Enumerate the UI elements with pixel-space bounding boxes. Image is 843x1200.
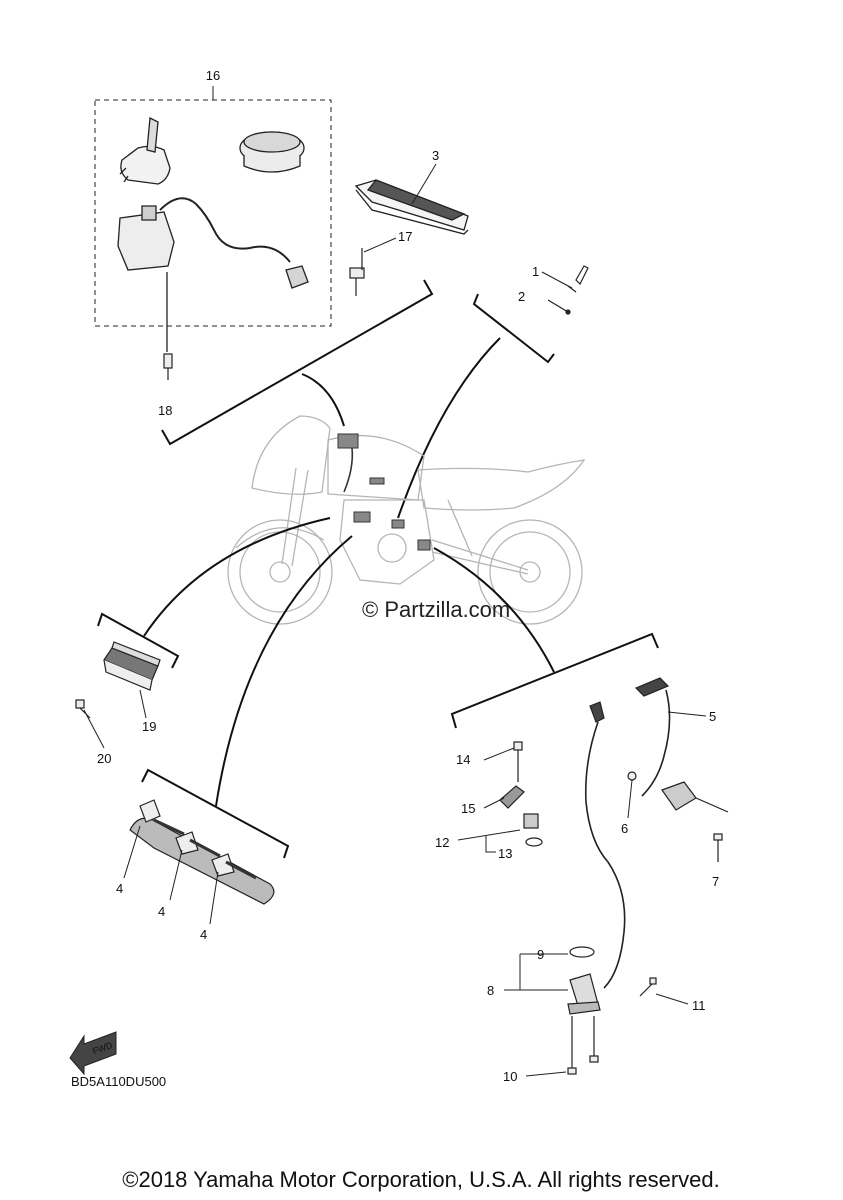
part-6-clip[interactable] bbox=[627, 771, 637, 781]
part-3-panel[interactable] bbox=[354, 179, 469, 235]
part-15-sensor[interactable] bbox=[499, 785, 525, 809]
part-kit-unit-with-harness[interactable] bbox=[117, 197, 309, 352]
leader-14 bbox=[483, 747, 515, 761]
callout-11: 11 bbox=[692, 998, 706, 1013]
part-19-regulator[interactable] bbox=[103, 641, 161, 691]
part-17-key[interactable] bbox=[349, 248, 365, 296]
part-5-sensor[interactable] bbox=[634, 677, 729, 813]
part-4-ignition-coils[interactable] bbox=[129, 799, 275, 905]
bracket-lines-left bbox=[97, 517, 331, 669]
leaders-8-9 bbox=[504, 953, 568, 991]
callout-5: 5 bbox=[709, 709, 716, 724]
callout-17: 17 bbox=[398, 229, 412, 244]
callout-4a: 4 bbox=[116, 881, 123, 896]
callout-4c: 4 bbox=[200, 927, 207, 942]
callout-20: 20 bbox=[97, 751, 111, 766]
leader-1 bbox=[541, 271, 573, 289]
part-20-bolt[interactable] bbox=[75, 699, 91, 719]
part-7-bolt[interactable] bbox=[713, 833, 723, 862]
callout-15: 15 bbox=[461, 801, 475, 816]
callout-1: 1 bbox=[532, 264, 539, 279]
bike-electrical-highlights bbox=[337, 433, 431, 551]
part-1-bracket[interactable] bbox=[567, 265, 589, 293]
leader-19 bbox=[139, 689, 147, 719]
callout-12: 12 bbox=[435, 835, 449, 850]
callout-9: 9 bbox=[537, 947, 544, 962]
leader-11 bbox=[655, 993, 689, 1005]
leader-5 bbox=[667, 711, 707, 717]
callout-18: 18 bbox=[158, 403, 172, 418]
callout-6: 6 bbox=[621, 821, 628, 836]
callout-7: 7 bbox=[712, 874, 719, 889]
callout-16: 16 bbox=[206, 68, 220, 83]
part-9-oring[interactable] bbox=[569, 946, 595, 958]
leader-6 bbox=[627, 779, 633, 819]
callout-2: 2 bbox=[518, 289, 525, 304]
part-2-screw[interactable] bbox=[547, 299, 571, 315]
leader-3 bbox=[411, 163, 437, 205]
leaders-12-13 bbox=[457, 829, 521, 853]
callout-13: 13 bbox=[498, 846, 512, 861]
bracket-lines-right bbox=[433, 547, 659, 729]
part-10-bolts[interactable] bbox=[567, 1016, 599, 1075]
callout-10: 10 bbox=[503, 1069, 517, 1084]
part-13-oring[interactable] bbox=[525, 837, 543, 847]
bracket-lines-coils bbox=[141, 535, 353, 859]
callout-8: 8 bbox=[487, 983, 494, 998]
callout-14: 14 bbox=[456, 752, 470, 767]
callout-19: 19 bbox=[142, 719, 156, 734]
part-14-bolt[interactable] bbox=[513, 741, 523, 782]
part-8-sensor-with-lead[interactable] bbox=[567, 701, 626, 1015]
diagram-code: BD5A110DU500 bbox=[71, 1074, 166, 1089]
leader-10 bbox=[525, 1071, 567, 1077]
part-11-bolt[interactable] bbox=[639, 977, 657, 997]
leader-15 bbox=[483, 797, 505, 809]
callout-4b: 4 bbox=[158, 904, 165, 919]
leaders-4 bbox=[123, 825, 219, 925]
motorcycle-outline bbox=[227, 415, 586, 625]
leader-20 bbox=[83, 709, 105, 749]
kit-16-group bbox=[94, 86, 332, 327]
part-12-sensor[interactable] bbox=[523, 813, 539, 829]
callout-3: 3 bbox=[432, 148, 439, 163]
part-kit-actuator[interactable] bbox=[119, 116, 171, 185]
bracket-lines-top bbox=[161, 279, 555, 519]
watermark: © Partzilla.com bbox=[362, 597, 510, 622]
fwd-arrow-icon: FWD bbox=[69, 1031, 117, 1076]
part-18-screw[interactable] bbox=[163, 353, 173, 380]
copyright-footer: ©2018 Yamaha Motor Corporation, U.S.A. A… bbox=[122, 1167, 719, 1192]
leader-17 bbox=[363, 237, 397, 253]
part-kit-ring[interactable] bbox=[239, 131, 305, 173]
